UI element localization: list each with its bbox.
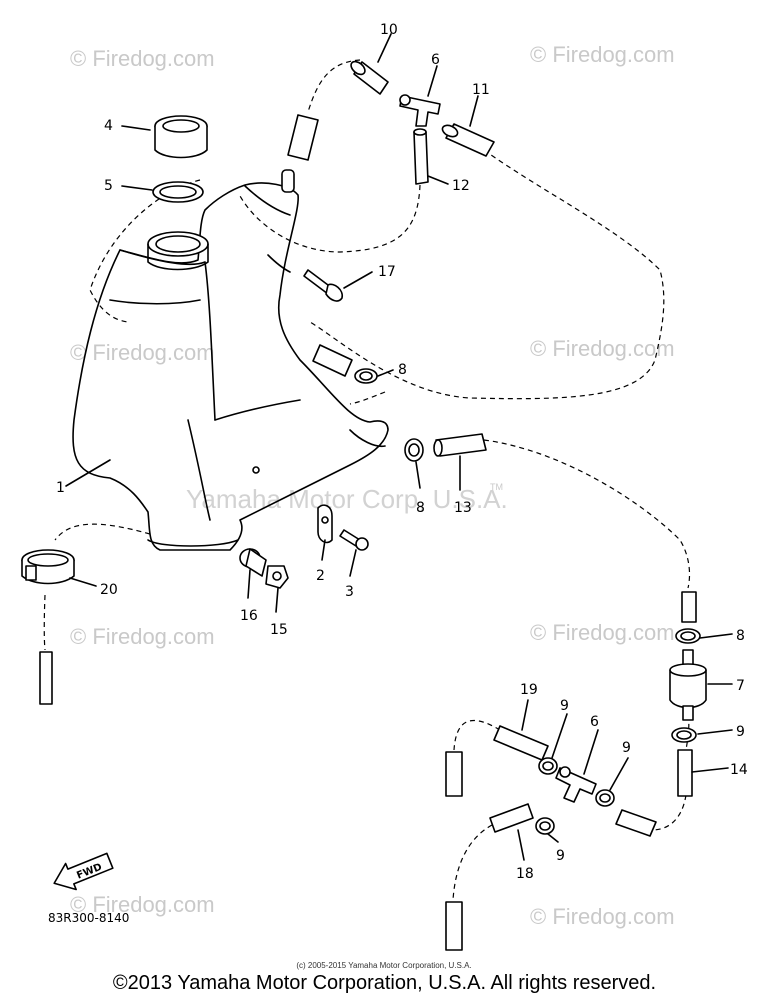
clamp-9-a — [538, 757, 558, 775]
part-label-8-upper: 8 — [398, 362, 407, 378]
part-label-16: 16 — [240, 608, 258, 624]
hose-10 — [350, 60, 389, 95]
cap-gasket — [152, 181, 204, 203]
hose-14 — [677, 749, 693, 797]
part-label-12: 12 — [452, 178, 470, 194]
part-label-8-mid: 8 — [416, 500, 425, 516]
leader-lines — [65, 33, 733, 861]
part-label-10: 10 — [380, 22, 398, 38]
clamp-8-upper — [354, 368, 378, 384]
part-label-1: 1 — [56, 480, 65, 496]
routing-line-13 — [483, 439, 691, 589]
bracket-2 — [317, 504, 333, 544]
clamp-20 — [21, 549, 75, 585]
part-label-17: 17 — [378, 264, 396, 280]
clamp-9-c — [535, 817, 555, 835]
hose-10-lower — [287, 114, 319, 161]
hose-19-lower — [445, 751, 463, 797]
hose-14-upper — [681, 591, 697, 623]
routing-line-20 — [43, 523, 151, 651]
routing-line-19 — [453, 720, 501, 751]
part-label-2: 2 — [316, 568, 325, 584]
part-label-13: 13 — [454, 500, 472, 516]
bolt-17 — [303, 269, 344, 302]
part-label-6-upper: 6 — [431, 52, 440, 68]
watermark-firedog-7: © Firedog.com — [70, 892, 215, 917]
hose-19 — [493, 725, 549, 761]
part-label-9-b: 9 — [622, 740, 631, 756]
hose-20-lower — [39, 651, 53, 705]
part-label-3: 3 — [345, 584, 354, 600]
fuel-tank — [72, 182, 389, 551]
fuel-filter — [669, 649, 707, 721]
part-label-9-filter: 9 — [736, 724, 745, 740]
footer-copyright: ©2013 Yamaha Motor Corporation, U.S.A. A… — [112, 972, 657, 994]
fwd-arrow: FWD — [53, 852, 114, 891]
routing-line-18 — [452, 824, 493, 901]
part-label-19: 19 — [520, 682, 538, 698]
part-label-15: 15 — [270, 622, 288, 638]
clamp-9-filter — [671, 727, 697, 743]
part-label-18: 18 — [516, 866, 534, 882]
part-label-9-a: 9 — [560, 698, 569, 714]
small-copyright: (c) 2005-2015 Yamaha Motor Corporation, … — [296, 961, 471, 970]
part-label-14: 14 — [730, 762, 748, 778]
part-label-20: 20 — [100, 582, 118, 598]
watermark-firedog-1: © Firedog.com — [70, 46, 215, 71]
part-label-9-c: 9 — [556, 848, 565, 864]
watermark-firedog-3: © Firedog.com — [70, 340, 215, 365]
clamp-9-b — [595, 789, 615, 807]
hose-13 — [433, 433, 487, 457]
part-label-8-filter: 8 — [736, 628, 745, 644]
breather-nipple — [281, 169, 295, 193]
watermark-firedog-2: © Firedog.com — [530, 42, 675, 67]
watermark-firedog-6: © Firedog.com — [530, 620, 675, 645]
bolt-3 — [339, 529, 369, 551]
hose-8-upper — [312, 344, 353, 377]
watermark-tm: TM — [490, 482, 503, 492]
washer-16 — [239, 548, 267, 577]
part-label-11: 11 — [472, 82, 490, 98]
hose-18 — [489, 803, 534, 833]
part-label-5: 5 — [104, 178, 113, 194]
part-label-4: 4 — [104, 118, 113, 134]
hose-12 — [413, 128, 429, 185]
routing-line-8-tank — [349, 391, 386, 405]
hose-14-lower — [615, 809, 657, 837]
t-joint-upper — [399, 94, 441, 127]
routing-line-12 — [239, 184, 421, 253]
fuel-cap — [154, 115, 208, 159]
part-label-6-lower: 6 — [590, 714, 599, 730]
diagram-code: 83R300-8140 — [48, 911, 129, 925]
watermark-corp: Yamaha Motor Corp, U.S.A. — [186, 484, 508, 514]
nut-15 — [265, 565, 289, 589]
hose-11 — [441, 123, 495, 157]
clamp-8-filter — [675, 628, 701, 644]
t-joint-lower — [555, 766, 597, 803]
watermark-firedog-4: © Firedog.com — [530, 336, 675, 361]
hose-18-lower — [445, 901, 463, 951]
clamp-8-mid — [404, 438, 424, 462]
part-label-7: 7 — [736, 678, 745, 694]
routing-line-10 — [307, 59, 361, 113]
watermark-firedog-5: © Firedog.com — [70, 624, 215, 649]
routing-line-11 — [309, 149, 665, 400]
watermark-firedog-8: © Firedog.com — [530, 904, 675, 929]
